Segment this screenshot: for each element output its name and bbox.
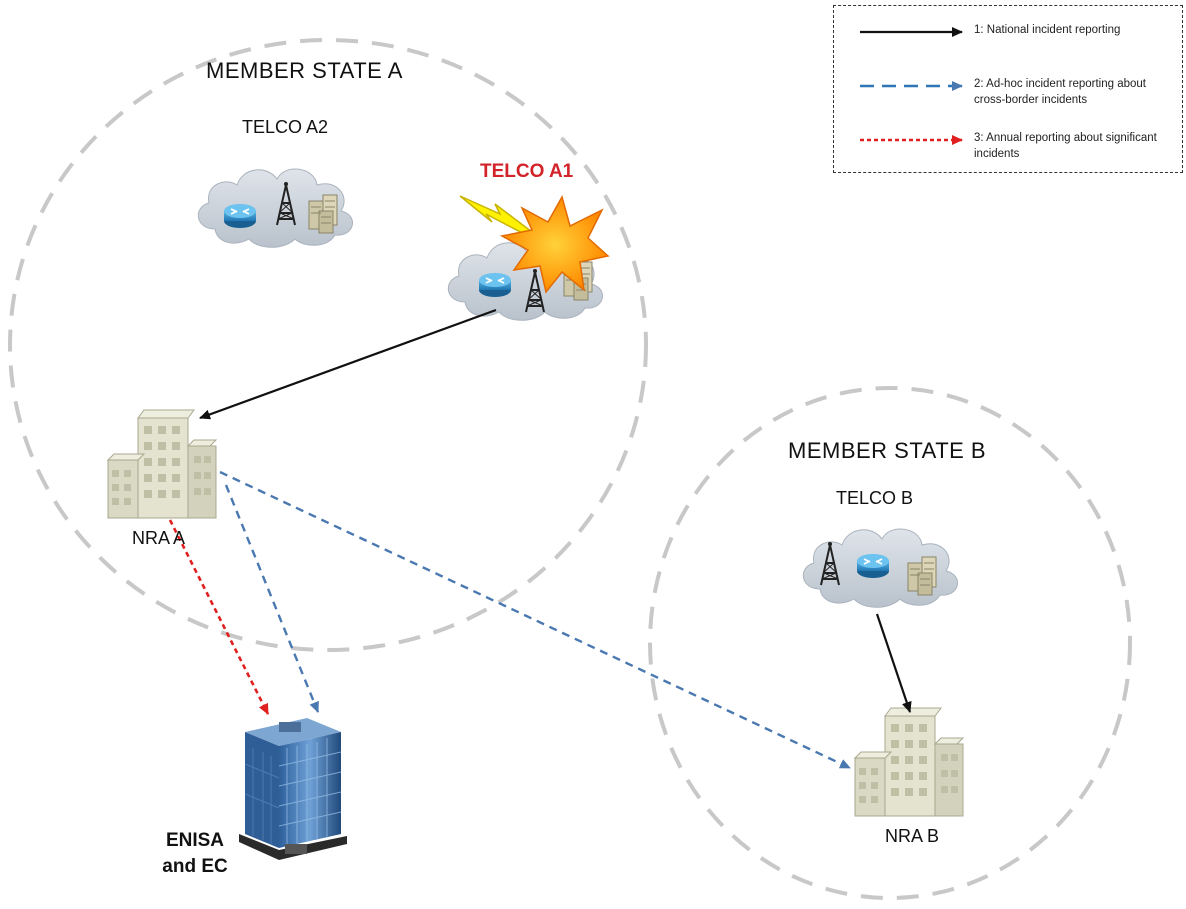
legend-dashed-arrow-icon [860, 81, 963, 91]
router-icon [856, 553, 890, 579]
legend-text-2: 2: Ad-hoc incident reporting about cross… [974, 78, 1146, 106]
enisa-label-line2: and EC [162, 856, 228, 877]
router-icon [478, 272, 512, 298]
arrow-nra-a-to-enisa-blue [224, 484, 320, 713]
explosion-icon [499, 195, 610, 294]
glass-tower-icon [239, 718, 347, 860]
legend-item-annual: 3: Annual reporting about significant in… [834, 126, 1182, 166]
legend-solid-arrow-icon [860, 27, 963, 37]
legend-text-3: 3: Annual reporting about significant in… [974, 132, 1157, 160]
legend-item-adhoc: 2: Ad-hoc incident reporting about cross… [834, 72, 1182, 112]
legend-item-national: 1: National incident reporting [834, 18, 1182, 58]
arrow-nra-a-to-nra-b [219, 470, 851, 770]
nra-b-label: NRA B [885, 826, 940, 846]
nra-a-label: NRA A [132, 528, 186, 548]
arrow-telco-a1-to-nra-a [199, 308, 497, 420]
enisa-label: ENISA and EC [150, 828, 240, 880]
member-state-b-title: MEMBER STATE B [788, 438, 987, 463]
arrow-nra-a-to-enisa-red [168, 519, 270, 715]
nra-b-building [854, 707, 964, 817]
router-icon [223, 203, 257, 229]
legend-dotted-arrow-icon [860, 135, 963, 145]
member-state-a-title: MEMBER STATE A [206, 58, 403, 83]
nra-a-building [107, 409, 217, 519]
telco-b-label: TELCO B [836, 488, 914, 508]
legend-box: 1: National incident reporting 2: Ad-hoc… [833, 5, 1183, 173]
enisa-label-line1: ENISA [165, 830, 225, 851]
telco-a1-label: TELCO A1 [480, 161, 574, 182]
member-state-b-boundary [648, 386, 1132, 900]
telco-a2-cloud [197, 168, 353, 248]
server-rack-icon [308, 194, 338, 234]
member-state-a-boundary [8, 38, 648, 652]
telco-b-cloud [802, 528, 958, 608]
telco-a2-label: TELCO A2 [242, 117, 329, 137]
server-rack-icon [907, 556, 937, 596]
legend-text-1: 1: National incident reporting [974, 24, 1121, 36]
arrow-telco-b-to-nra-b [875, 613, 912, 713]
